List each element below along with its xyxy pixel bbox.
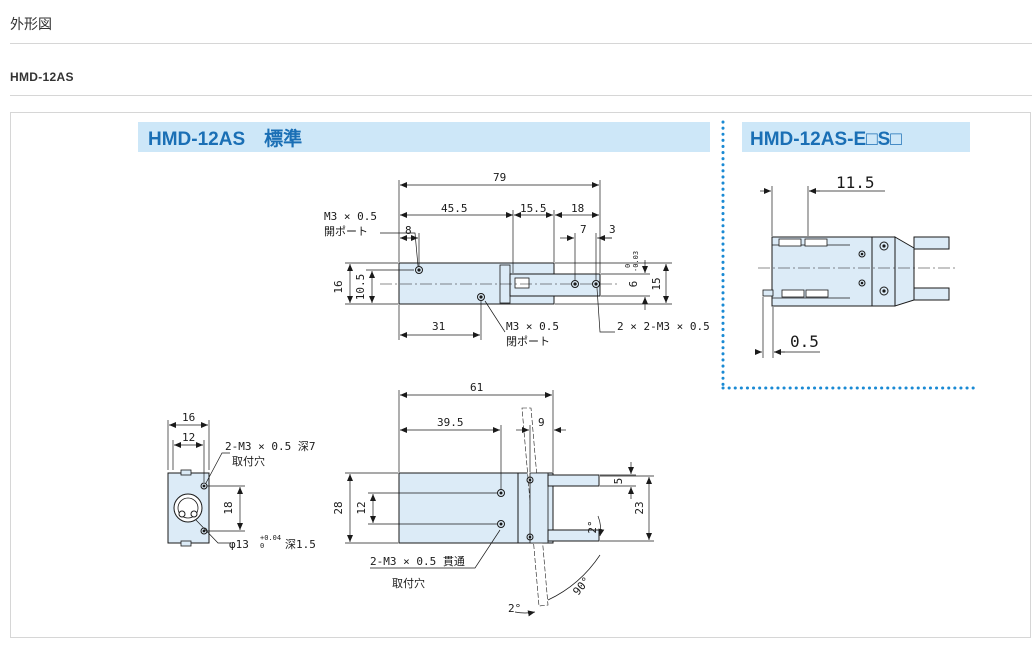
end-tap-label: 2-M3 × 0.5 深7 <box>225 440 315 453</box>
banner-option-title: HMD-12AS-E□S□ <box>750 129 902 150</box>
end-view <box>167 469 210 547</box>
dim-16: 16 <box>332 280 345 293</box>
drawing-frame <box>10 112 1031 638</box>
dim-31: 31 <box>432 320 445 333</box>
banner-option <box>742 122 970 152</box>
page-title: 外形図 <box>10 16 52 32</box>
dim-5: 5 <box>612 478 625 485</box>
angle-2-bottom: 2° <box>508 602 521 615</box>
dim-28: 28 <box>332 501 345 514</box>
divider <box>10 43 1032 44</box>
dim-end-16: 16 <box>182 411 195 424</box>
detail-view-dims <box>755 186 885 358</box>
banner-standard-title: HMD-12AS 標準 <box>148 127 302 150</box>
dim-end-18: 18 <box>222 501 235 514</box>
dim-61: 61 <box>470 381 483 394</box>
port-close-label-b: 閉ポート <box>506 335 550 348</box>
port-open-label-b: 開ポート <box>324 225 368 238</box>
dim-8: 8 <box>405 224 412 237</box>
side-view <box>398 407 600 607</box>
dim-end-12: 12 <box>182 431 195 444</box>
port-close-label: M3 × 0.5 <box>506 320 559 333</box>
dim-7: 7 <box>580 223 587 236</box>
side-view-dims <box>345 390 654 617</box>
angle-2-top: 2° <box>586 520 599 533</box>
thru-tap-label-b: 取付穴 <box>392 576 425 590</box>
dim-6-tol-top: 0 <box>624 264 632 268</box>
dim-39-5: 39.5 <box>437 416 464 429</box>
dim-18: 18 <box>571 202 584 215</box>
thru-tap-label: 2-M3 × 0.5 貫通 <box>370 555 465 568</box>
end-tap-label-b: 取付穴 <box>232 454 265 468</box>
banner-standard <box>138 122 710 152</box>
angle-90: 90° <box>570 574 593 598</box>
dim-10-5: 10.5 <box>354 274 367 301</box>
dim-45-5: 45.5 <box>441 202 468 215</box>
dim-6-tol-bot: -0.03 <box>632 251 640 272</box>
detail-view <box>758 236 955 307</box>
bore-depth: 深1.5 <box>285 538 316 551</box>
dim-15-5: 15.5 <box>520 202 547 215</box>
finger-tap-label: 2 × 2-M3 × 0.5 <box>617 320 710 333</box>
dim-79: 79 <box>493 171 506 184</box>
bore-tol-top: +0.04 <box>260 534 281 542</box>
dim-23: 23 <box>633 501 646 514</box>
dim-0-5: 0.5 <box>790 332 819 351</box>
top-view <box>380 262 620 305</box>
dim-6: 6 <box>627 281 640 288</box>
dim-12: 12 <box>355 501 368 514</box>
bore-tol-bot: 0 <box>260 542 264 550</box>
bore-label: φ13 <box>229 538 249 551</box>
dim-15: 15 <box>650 277 663 290</box>
divider <box>10 95 1032 96</box>
dim-11-5: 11.5 <box>836 173 875 192</box>
dim-9: 9 <box>538 416 545 429</box>
end-view-dims <box>167 420 245 544</box>
port-open-label: M3 × 0.5 <box>324 210 377 223</box>
dim-3: 3 <box>609 223 616 236</box>
model-name: HMD-12AS <box>10 70 74 84</box>
top-view-dims <box>345 180 672 340</box>
